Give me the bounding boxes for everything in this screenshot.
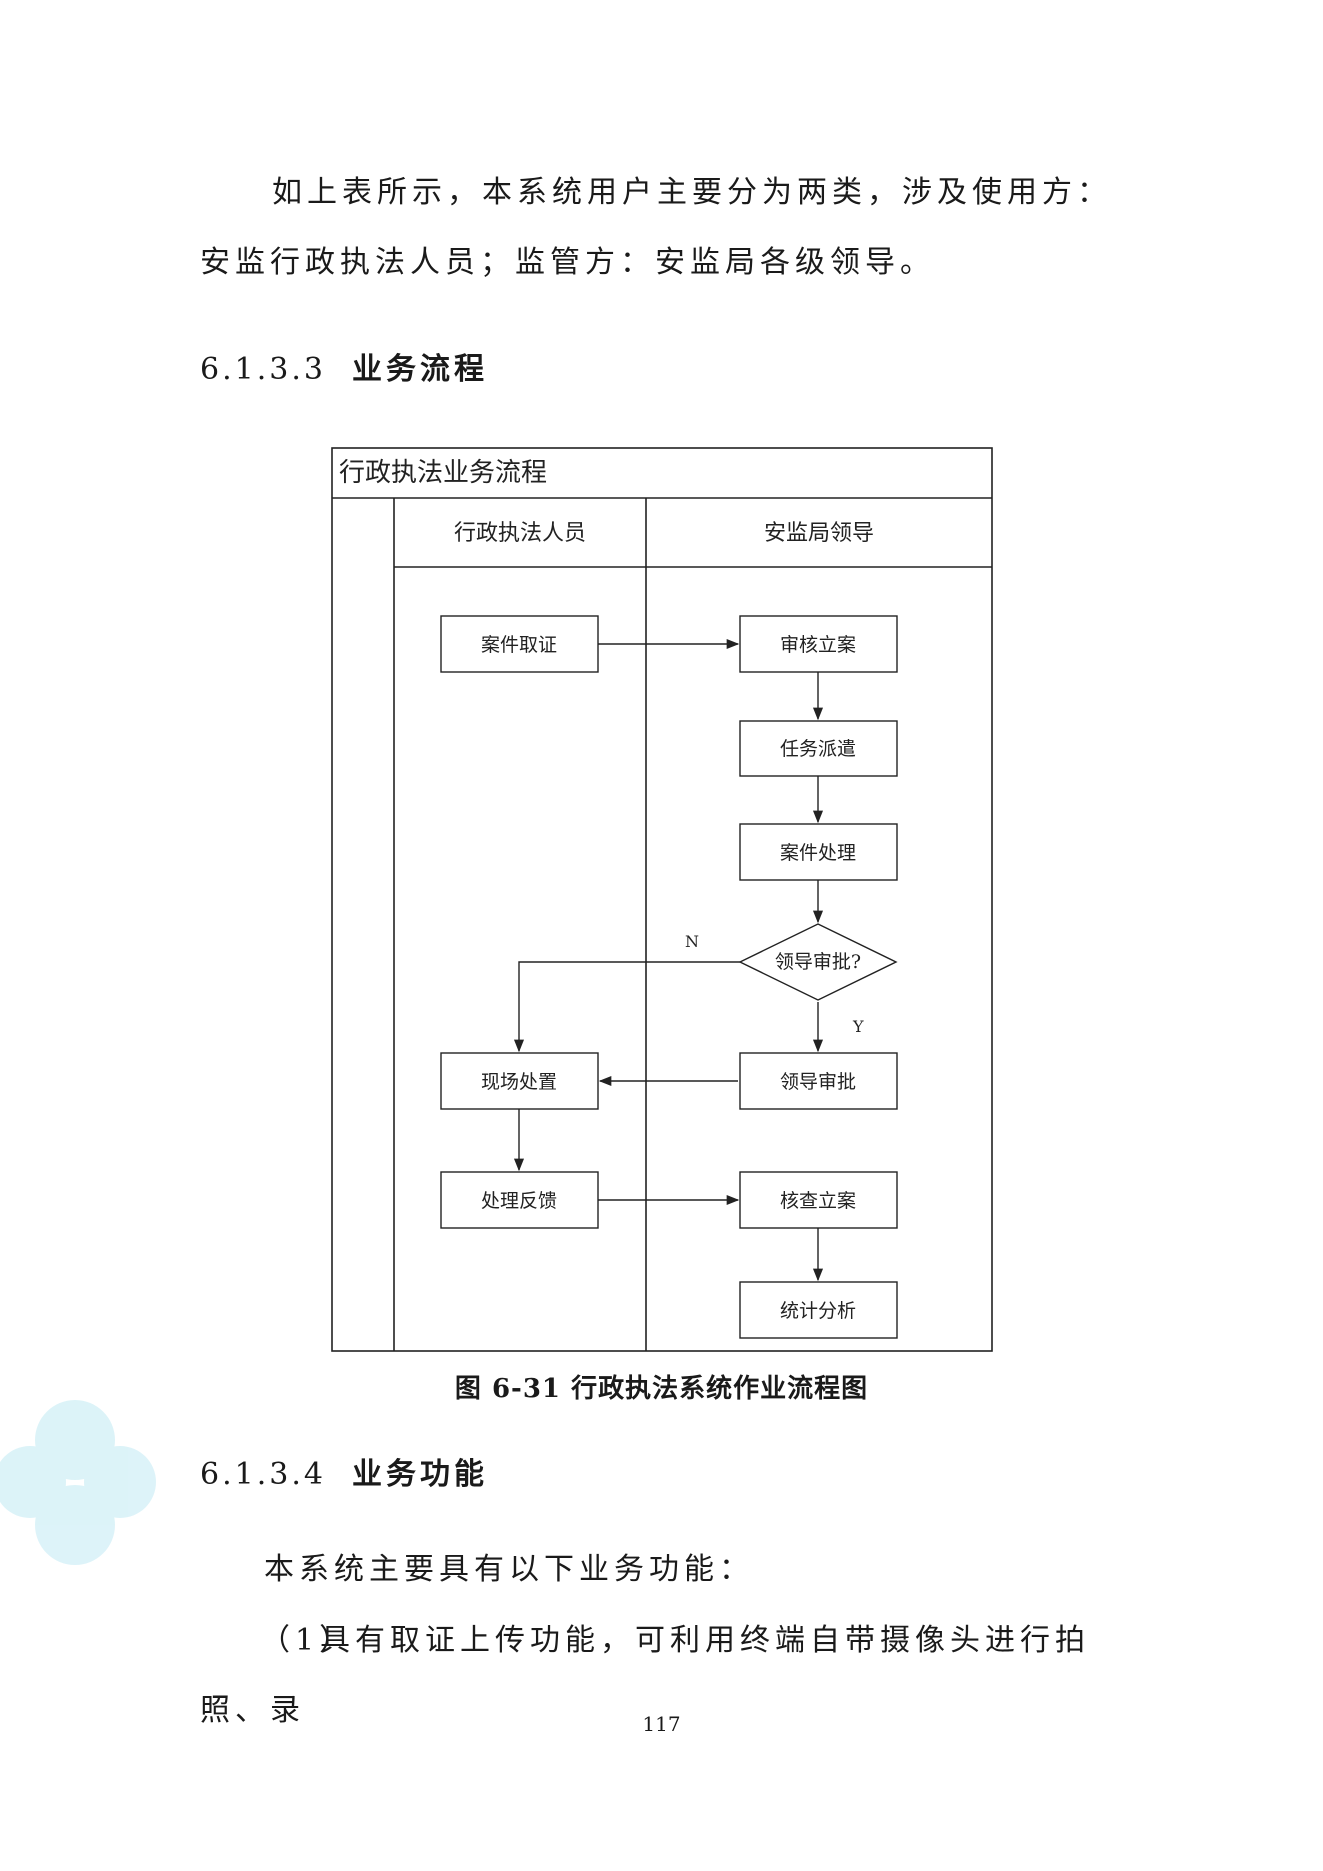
node-evidence xyxy=(440,615,599,673)
node-statistics-label: 统计分析 xyxy=(780,1300,856,1322)
intro-text: 如上表所示，本系统用户主要分为两类，涉及使用方：安监行政执法人员；监管方：安监局… xyxy=(200,175,1112,280)
node-dispatch-label: 任务派遣 xyxy=(780,738,856,760)
list-item-1: （1）具有取证上传功能，可利用终端自带摄像头进行拍照、录 xyxy=(200,1606,1120,1746)
section-heading-functions: 6.1.3.4 业务功能 xyxy=(200,1449,488,1493)
edge-label-yes: Y xyxy=(852,1017,864,1036)
node-dispatch xyxy=(739,720,898,777)
figure-caption: 图 6-31 行政执法系统作业流程图 xyxy=(454,1374,869,1404)
node-decision-label: 领导审批? xyxy=(775,951,861,973)
lane-header-leaders: 安监局领导 xyxy=(764,521,874,546)
node-evidence-label: 案件取证 xyxy=(481,634,557,656)
list-item-text: 具有取证上传功能，可利用终端自带摄像头进行拍照、录 xyxy=(200,1623,1090,1728)
page-number: 117 xyxy=(642,1712,681,1736)
node-feedback-label: 处理反馈 xyxy=(481,1190,557,1212)
section-title: 业务功能 xyxy=(351,1457,488,1492)
flowchart-title: 行政执法业务流程 xyxy=(339,458,547,488)
node-leader-approve xyxy=(739,1052,898,1110)
node-leader-approve-label: 领导审批 xyxy=(780,1071,856,1093)
node-statistics xyxy=(739,1281,898,1339)
section-number: 6.1.3.3 xyxy=(200,352,326,387)
edge-decision-no xyxy=(513,961,740,1053)
flowchart-frame xyxy=(331,447,993,1352)
lane-header-officers: 行政执法人员 xyxy=(454,521,586,546)
section-title: 业务流程 xyxy=(351,352,488,387)
node-feedback xyxy=(440,1171,599,1229)
section-heading-process: 6.1.3.3 业务流程 xyxy=(200,344,488,388)
node-case-handle-label: 案件处理 xyxy=(780,842,856,864)
node-verify-label: 核查立案 xyxy=(780,1190,856,1212)
node-decision xyxy=(738,923,898,1001)
node-verify xyxy=(739,1171,898,1229)
node-case-review-label: 审核立案 xyxy=(780,634,856,656)
node-case-handle xyxy=(739,823,898,881)
section-number: 6.1.3.4 xyxy=(200,1457,326,1492)
node-onsite-label: 现场处置 xyxy=(481,1071,557,1093)
node-onsite xyxy=(440,1052,599,1110)
edge-label-no: N xyxy=(685,932,699,951)
functions-intro-text: 本系统主要具有以下业务功能： xyxy=(264,1552,754,1587)
intro-paragraph: 如上表所示，本系统用户主要分为两类，涉及使用方：安监行政执法人员；监管方：安监局… xyxy=(200,158,1120,298)
list-item-number: （1） xyxy=(260,1623,355,1658)
functions-intro-paragraph: 本系统主要具有以下业务功能： xyxy=(200,1535,1120,1605)
node-case-review xyxy=(739,615,898,673)
